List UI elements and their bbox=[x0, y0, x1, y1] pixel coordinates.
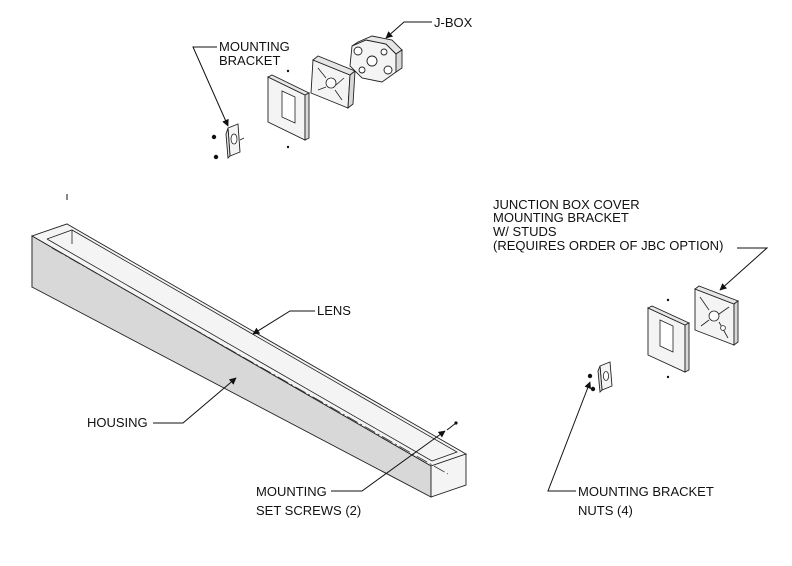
set-screw bbox=[446, 421, 458, 431]
label-housing: HOUSING bbox=[87, 415, 148, 430]
label-mounting-bracket-line2: BRACKET bbox=[219, 53, 280, 68]
label-bracket-nuts-line1: MOUNTING BRACKET bbox=[578, 484, 714, 499]
mounting-bracket-right bbox=[597, 361, 613, 393]
lens-centerline bbox=[51, 247, 449, 475]
label-bracket-nuts: MOUNTING BRACKET NUTS (4) bbox=[578, 484, 714, 518]
label-mounting-bracket: MOUNTING BRACKET bbox=[219, 39, 290, 68]
label-jbc-line4: (REQUIRES ORDER OF JBC OPTION) bbox=[493, 238, 723, 253]
mounting-bracket-top bbox=[211, 123, 245, 160]
jbc-bracket-top bbox=[310, 55, 356, 109]
label-set-screws-line2: SET SCREWS (2) bbox=[256, 503, 361, 518]
label-jbc-line1: JUNCTION BOX COVER bbox=[493, 197, 640, 212]
label-j-box: J-BOX bbox=[434, 15, 473, 30]
bracket-nuts bbox=[587, 373, 596, 392]
label-lens: LENS bbox=[317, 303, 351, 318]
label-jbc-line2: MOUNTING BRACKET bbox=[493, 210, 629, 225]
cover-plate-top bbox=[266, 69, 311, 149]
label-jbc-line3: W/ STUDS bbox=[493, 224, 557, 239]
leader-lines bbox=[153, 21, 769, 492]
jbc-bracket-right bbox=[694, 285, 739, 346]
label-set-screws-line1: MOUNTING bbox=[256, 484, 327, 499]
cover-plate-right bbox=[646, 298, 691, 379]
label-mounting-bracket-line1: MOUNTING bbox=[219, 39, 290, 54]
label-jbc-bracket: JUNCTION BOX COVER MOUNTING BRACKET W/ S… bbox=[493, 197, 723, 253]
light-fixture-housing bbox=[30, 194, 468, 498]
label-set-screws: MOUNTING SET SCREWS (2) bbox=[256, 484, 361, 518]
j-box bbox=[349, 35, 403, 83]
label-bracket-nuts-line2: NUTS (4) bbox=[578, 503, 633, 518]
